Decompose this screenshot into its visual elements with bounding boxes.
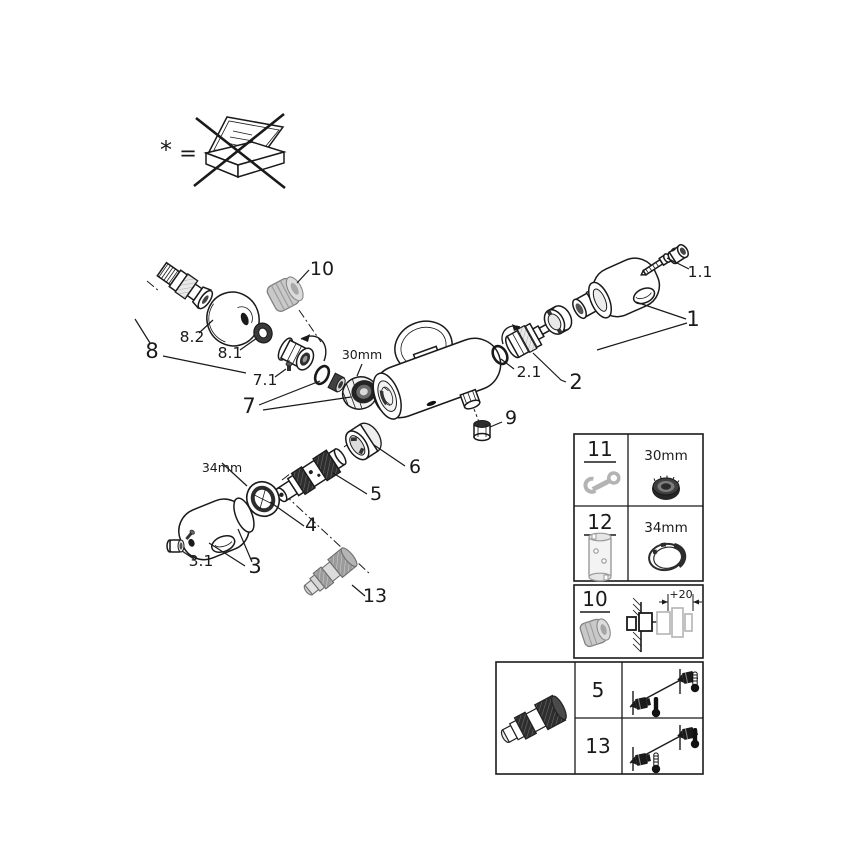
part-2-stop-ring	[543, 305, 573, 335]
socket-spanner-icon	[588, 532, 612, 582]
dimension-plus-20: +20	[669, 588, 692, 601]
part-7-o-ring	[313, 364, 331, 386]
leader-34mm	[221, 462, 248, 487]
equals-symbol: =	[179, 141, 197, 165]
part-7-s-union	[277, 337, 315, 371]
check-valve-icon	[500, 694, 567, 743]
part-1-handle	[587, 257, 661, 319]
stop-ring-icon	[648, 542, 687, 572]
rotation-arrow	[300, 334, 327, 362]
crossed-out-carton-icon	[193, 112, 287, 190]
callout-labels: 10 8 8.2 8.1 7.1 7 30mm 1.1 1 2.1 2 9 6 …	[145, 258, 712, 607]
leader-lines	[134, 257, 690, 597]
part-1-1-cap	[667, 244, 689, 265]
not-included-legend: * =	[160, 112, 287, 190]
part-7-1-screw	[285, 360, 293, 371]
callout-13: 13	[363, 585, 387, 607]
part-7-insert	[327, 372, 346, 393]
tool-table: 11 30mm 12	[573, 433, 704, 582]
callout-7: 7	[242, 394, 255, 418]
valve-note-box: 5 13	[495, 661, 704, 775]
part-3-handle	[178, 497, 255, 561]
callout-9: 9	[505, 407, 517, 429]
table-ref-12: 12	[587, 510, 612, 534]
table-ref-13: 13	[585, 734, 610, 758]
cover-cap-icon	[579, 618, 611, 648]
callout-8-1: 8.1	[218, 344, 243, 362]
exploded-view: 10 8 8.2 8.1 7.1 7 30mm 1.1 1 2.1 2 9 6 …	[134, 244, 712, 607]
callout-1: 1	[686, 307, 699, 331]
reversed-hot-cold-icon-13	[628, 725, 700, 774]
callout-10: 10	[310, 258, 334, 280]
callout-1-1: 1.1	[688, 263, 713, 281]
dimension-34mm: 34mm	[202, 460, 242, 475]
asterisk-symbol: *	[160, 136, 172, 164]
wall-extension-icon: +20	[626, 588, 702, 653]
part-9-cap	[473, 420, 491, 442]
dimension-30mm: 30mm	[342, 347, 382, 362]
open-end-wrench-icon	[583, 471, 621, 494]
callout-5: 5	[370, 483, 382, 505]
part-8-escutcheon	[206, 291, 260, 347]
table-size-34mm: 34mm	[644, 520, 687, 536]
part-10-cover-cap	[266, 276, 304, 312]
callout-8-2: 8.2	[180, 328, 205, 346]
part-8-1-washer	[253, 322, 273, 344]
callout-7-1: 7.1	[253, 371, 278, 389]
callout-4: 4	[305, 514, 317, 536]
part-2-thermo-cartridge	[504, 322, 554, 359]
spec-table: 11 30mm 12	[495, 433, 704, 775]
callout-2-1: 2.1	[517, 363, 542, 381]
cap-nut-icon	[652, 475, 680, 500]
part-6-sleeve	[345, 422, 382, 461]
callout-3-1: 3.1	[189, 552, 214, 570]
callout-6: 6	[409, 456, 421, 478]
reversed-hot-cold-icon-5	[628, 669, 700, 718]
part-4-stop-ring	[245, 480, 281, 518]
main-body	[372, 320, 502, 420]
table-ref-11: 11	[587, 437, 612, 461]
callout-8: 8	[145, 339, 158, 363]
part-7-30mm-nut	[341, 376, 379, 410]
cap-extension-box: 10	[573, 584, 704, 659]
part-8-union-fitting	[156, 261, 214, 310]
callout-3: 3	[248, 554, 261, 578]
table-ref-10: 10	[582, 587, 607, 611]
part-3-1-cap	[166, 539, 185, 553]
part-2-1-o-ring	[491, 344, 509, 366]
table-ref-5: 5	[592, 678, 605, 702]
part-13-check-valve	[303, 547, 358, 596]
callout-2: 2	[569, 370, 582, 394]
rotation-arrow-2	[501, 324, 521, 345]
part-3-screw	[185, 529, 195, 541]
table-size-30mm: 30mm	[644, 448, 687, 464]
